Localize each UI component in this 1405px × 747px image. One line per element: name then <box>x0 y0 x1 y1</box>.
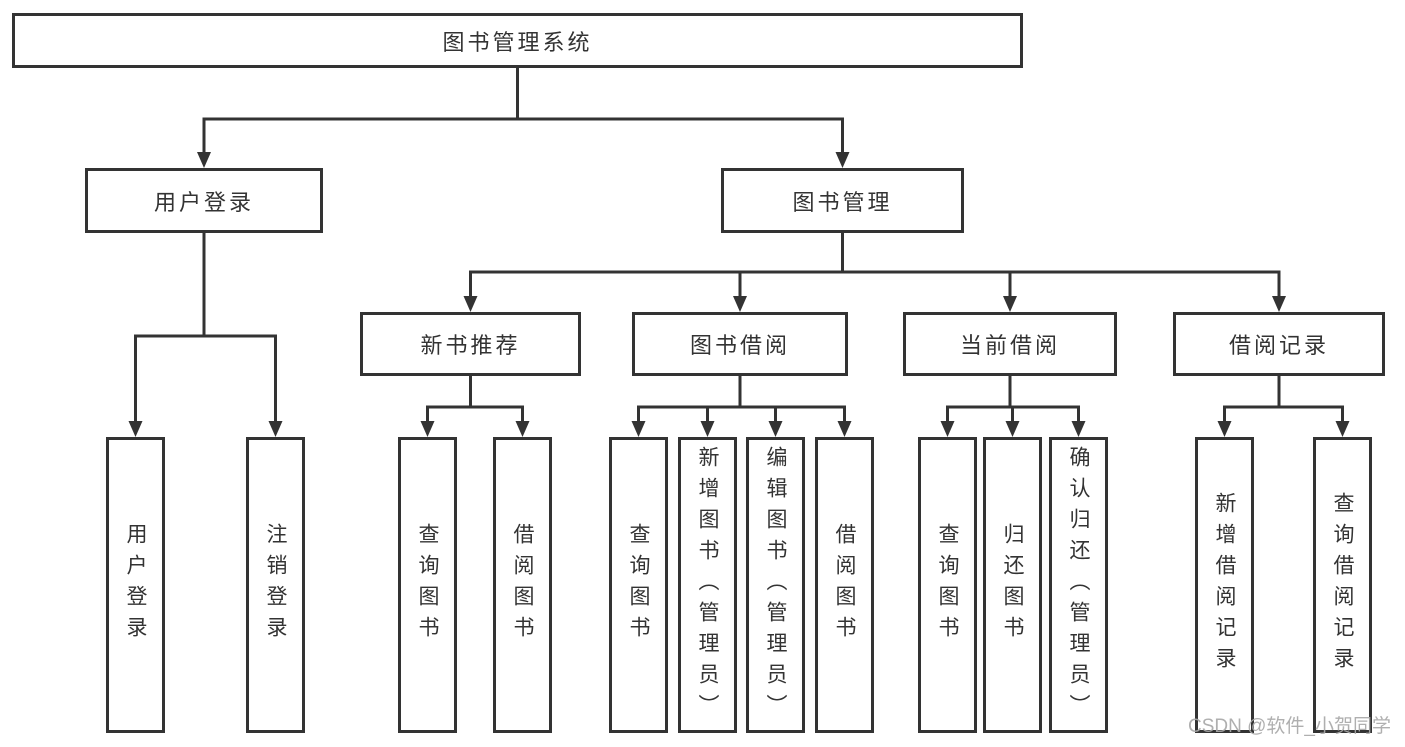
node-label: 图书管理系统 <box>442 29 593 55</box>
leaf-add-books-admin: 新增图书（管理员） <box>678 437 737 733</box>
leaf-label: 注销登录 <box>264 523 287 647</box>
leaf-label: 用户登录 <box>124 523 147 647</box>
leaf-borrow-books-borrowing: 借阅图书 <box>815 437 874 733</box>
leaf-query-books-recommend: 查询图书 <box>398 437 457 733</box>
leaf-logout: 注销登录 <box>246 437 305 733</box>
node-book-borrowing: 图书借阅 <box>632 312 848 376</box>
node-new-book-recommendation: 新书推荐 <box>360 312 581 376</box>
leaf-label: 查询图书 <box>416 523 439 647</box>
leaf-user-login: 用户登录 <box>106 437 165 733</box>
node-label: 用户登录 <box>153 189 254 215</box>
node-label: 图书管理 <box>792 189 893 215</box>
leaf-add-borrow-record: 新增借阅记录 <box>1195 437 1254 733</box>
node-label: 借阅记录 <box>1228 333 1329 358</box>
leaf-edit-books-admin: 编辑图书（管理员） <box>746 437 805 733</box>
leaf-query-books-current: 查询图书 <box>918 437 977 733</box>
leaf-query-borrow-record: 查询借阅记录 <box>1313 437 1372 733</box>
leaf-label: 新增借阅记录 <box>1213 492 1236 678</box>
node-book-management: 图书管理 <box>721 168 964 233</box>
leaf-label: 查询借阅记录 <box>1331 492 1354 678</box>
leaf-confirm-return-admin: 确认归还（管理员） <box>1049 437 1108 733</box>
arrowheads <box>128 152 1350 437</box>
leaf-return-books: 归还图书 <box>983 437 1042 733</box>
leaf-label: 新增图书（管理员） <box>696 445 719 725</box>
leaf-label: 编辑图书（管理员） <box>764 445 787 725</box>
leaf-label: 归还图书 <box>1001 523 1024 647</box>
node-borrowing-records: 借阅记录 <box>1173 312 1385 376</box>
leaf-label: 借阅图书 <box>833 523 856 647</box>
leaf-query-books-borrowing: 查询图书 <box>609 437 668 733</box>
node-current-borrowing: 当前借阅 <box>903 312 1117 376</box>
watermark: CSDN @软件_小贺同学 <box>1188 716 1391 737</box>
leaf-label: 查询图书 <box>627 523 650 647</box>
node-label: 新书推荐 <box>420 333 521 358</box>
node-user-login: 用户登录 <box>85 168 323 233</box>
leaf-borrow-books-recommend: 借阅图书 <box>493 437 552 733</box>
leaf-label: 确认归还（管理员） <box>1067 445 1090 725</box>
node-label: 图书借阅 <box>689 333 790 358</box>
node-label: 当前借阅 <box>959 333 1060 358</box>
leaf-label: 查询图书 <box>936 523 959 647</box>
node-book-management-system: 图书管理系统 <box>12 13 1023 68</box>
leaf-label: 借阅图书 <box>511 523 534 647</box>
